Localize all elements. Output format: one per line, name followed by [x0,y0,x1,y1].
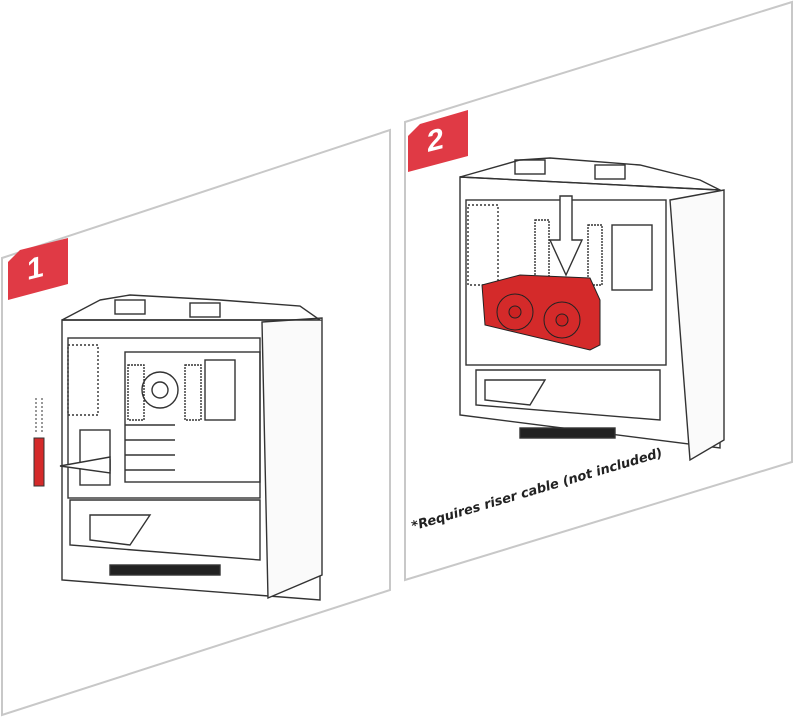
step-1-number: 1 [27,250,44,288]
pc-case-step-1 [60,295,322,600]
step-2-number: 2 [427,122,444,160]
graphics-card-step-1 [34,398,44,486]
